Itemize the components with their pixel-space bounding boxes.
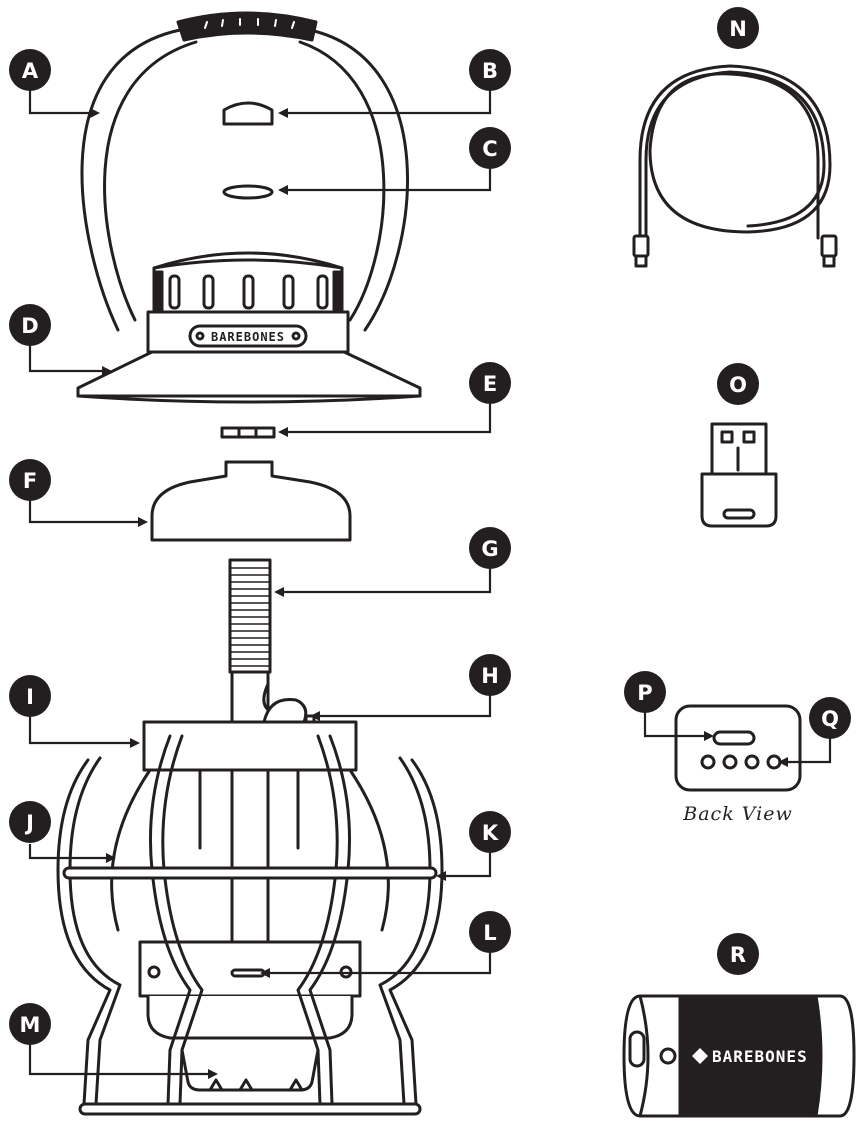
battery-brand-text: BAREBONES (712, 1047, 808, 1066)
washer-part (222, 184, 274, 200)
label-k: K (469, 811, 511, 853)
battery-brand-mark (692, 1048, 708, 1064)
label-l: L (469, 911, 511, 953)
shade-part (150, 460, 352, 542)
leader-lines (28, 90, 832, 1076)
svg-text:F: F (23, 469, 37, 493)
usb-adapter-part (700, 422, 778, 528)
label-badges: A B C D E F G H I J K L M N O P Q R (9, 7, 851, 1045)
top-cap-part (76, 251, 422, 404)
svg-text:B: B (482, 59, 498, 83)
back-view-panel (674, 704, 802, 792)
usb-cable-part (632, 64, 838, 268)
svg-text:A: A (22, 59, 39, 83)
svg-text:R: R (730, 943, 746, 967)
svg-text:P: P (637, 681, 652, 705)
button-part (222, 101, 274, 126)
svg-text:O: O (729, 373, 747, 397)
label-o: O (717, 363, 759, 405)
svg-text:L: L (483, 921, 496, 945)
svg-text:M: M (20, 1013, 41, 1037)
leader-arrowheads (90, 108, 788, 1079)
label-d: D (9, 304, 51, 346)
label-a: A (9, 49, 51, 91)
lamp-body (56, 720, 444, 1116)
label-j: J (9, 801, 51, 843)
back-view-caption: Back View (682, 803, 792, 825)
label-h: H (469, 654, 511, 696)
svg-text:G: G (481, 537, 498, 561)
svg-text:I: I (26, 685, 34, 709)
label-q: Q (809, 697, 851, 739)
svg-text:D: D (21, 314, 38, 338)
label-p: P (624, 671, 666, 713)
svg-text:Q: Q (821, 707, 839, 731)
label-i: I (9, 675, 51, 717)
battery-part (622, 994, 856, 1118)
threaded-rod-part (228, 558, 274, 724)
connector-part (220, 426, 276, 439)
label-e: E (469, 362, 511, 404)
svg-text:K: K (482, 821, 499, 845)
svg-text:N: N (729, 17, 747, 41)
label-r: R (717, 933, 759, 975)
label-c: C (469, 127, 511, 169)
label-f: F (9, 459, 51, 501)
label-n: N (717, 7, 759, 49)
handle-part (80, 11, 409, 332)
lamp-badge-text: BAREBONES (211, 330, 285, 344)
svg-text:J: J (24, 811, 34, 835)
label-m: M (9, 1003, 51, 1045)
label-b: B (469, 49, 511, 91)
switch-part (262, 697, 308, 724)
svg-text:C: C (482, 137, 497, 161)
svg-text:H: H (481, 664, 499, 688)
svg-text:E: E (483, 372, 497, 396)
label-g: G (469, 527, 511, 569)
